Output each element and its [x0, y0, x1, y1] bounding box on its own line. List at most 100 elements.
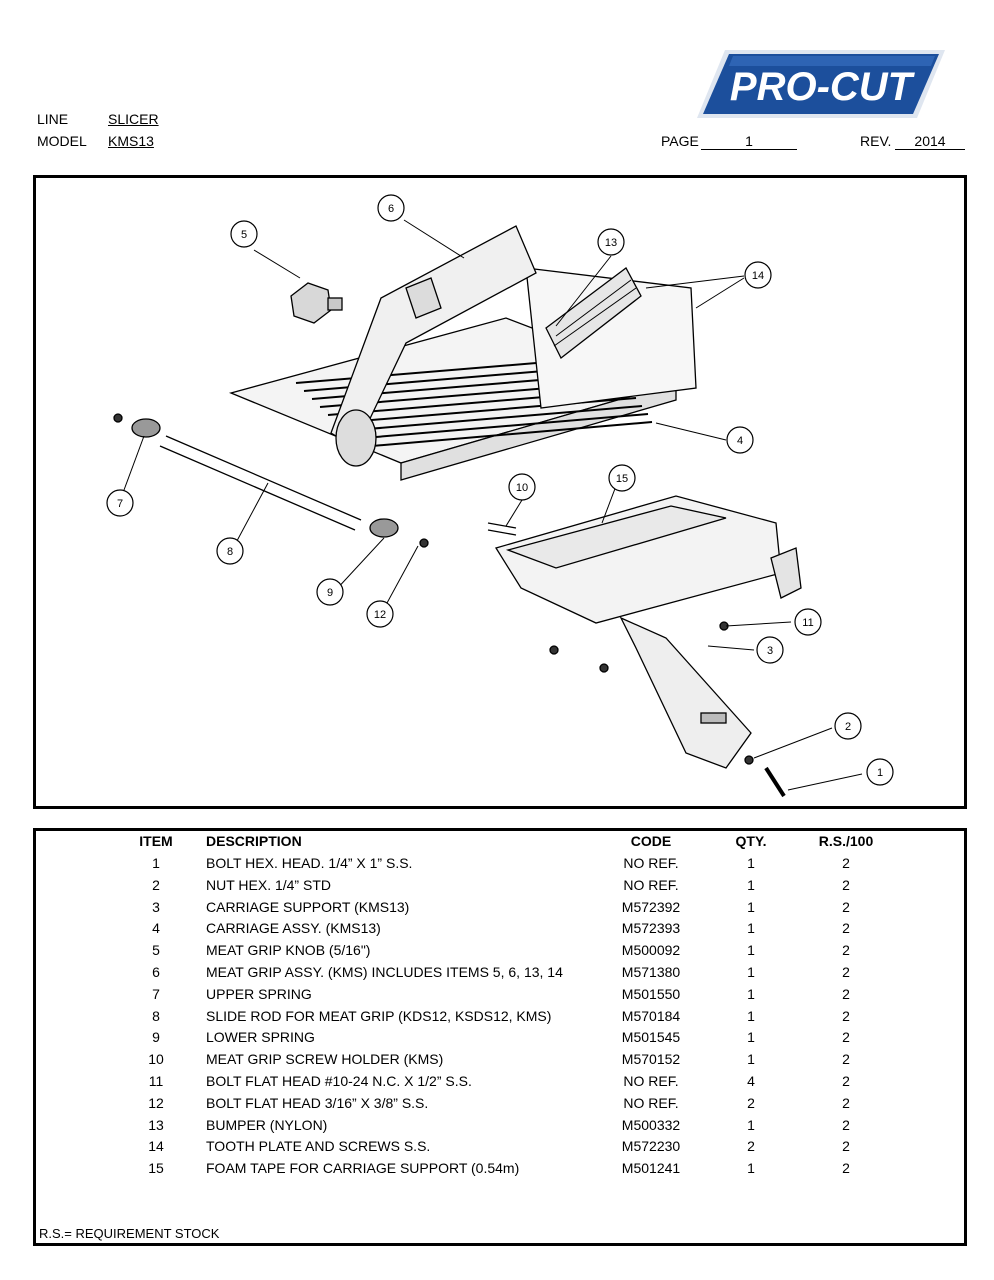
item-number: 13	[148, 1116, 164, 1133]
item-qty: 1	[747, 1160, 755, 1177]
rev-value-box: 2014	[895, 133, 965, 150]
item-qty: 1	[747, 1007, 755, 1024]
item-number: 9	[152, 1029, 160, 1046]
item-code: M570184	[621, 1007, 681, 1024]
item-qty: 1	[747, 985, 755, 1002]
item-rs: 2	[842, 942, 850, 959]
item-qty: 1	[747, 876, 755, 893]
item-rs: 2	[842, 876, 850, 893]
item-description: LOWER SPRING	[206, 1029, 315, 1046]
callout-11: 11	[802, 617, 813, 629]
item-number: 6	[152, 964, 160, 980]
item-code: M501241	[621, 1160, 681, 1177]
item-qty: 1	[747, 898, 755, 915]
item-number: 12	[148, 1094, 164, 1111]
exploded-diagram: 1 2 3 4 5 6 7 8 9 10 11 12 13 14 15	[33, 175, 967, 809]
item-number: 5	[152, 942, 160, 959]
callout-4: 4	[737, 435, 743, 447]
col-description: DESCRIPTION	[206, 833, 302, 849]
item-qty: 1	[747, 1116, 755, 1133]
item-code: M500092	[621, 942, 681, 959]
item-code: M501550	[621, 985, 681, 1002]
item-number: 7	[152, 985, 160, 1002]
callout-13: 13	[605, 237, 617, 249]
rev-value: 2014	[895, 133, 965, 150]
callout-14: 14	[752, 270, 764, 282]
item-code: M500332	[621, 1116, 681, 1133]
item-code: M572230	[621, 1138, 681, 1155]
callout-15: 15	[616, 473, 628, 485]
item-rs: 2	[842, 1029, 850, 1046]
item-rs: 2	[842, 1007, 850, 1024]
table-row: 2 NUT HEX. 1/4” STD NO REF. 1 2	[36, 877, 964, 899]
item-description: UPPER SPRING	[206, 985, 312, 1002]
col-item: ITEM	[139, 833, 173, 849]
page-value: 1	[701, 133, 797, 150]
col-rs: R.S./100	[818, 833, 874, 849]
item-description: MEAT GRIP ASSY. (KMS) INCLUDES ITEMS 5, …	[206, 964, 563, 980]
item-code: NO REF.	[623, 1094, 679, 1111]
model-label: MODEL	[37, 133, 87, 149]
page-value-box: 1	[701, 133, 797, 150]
item-qty: 2	[747, 1094, 755, 1111]
table-row: 11 BOLT FLAT HEAD #10-24 N.C. X 1/2” S.S.…	[36, 1073, 964, 1095]
item-code: M501545	[621, 1029, 681, 1046]
item-description: CARRIAGE SUPPORT (KMS13)	[206, 898, 410, 915]
footnote: R.S.= REQUIREMENT STOCK	[39, 1226, 220, 1241]
page-label: PAGE	[661, 133, 699, 149]
item-code: M571380	[621, 964, 681, 980]
item-rs: 2	[842, 964, 850, 980]
item-rs: 2	[842, 1116, 850, 1133]
table-row: 9 LOWER SPRING M501545 1 2	[36, 1029, 964, 1051]
table-row: 13 BUMPER (NYLON) M500332 1 2	[36, 1117, 964, 1139]
item-number: 10	[148, 1051, 164, 1068]
logo-text: PRO-CUT	[730, 65, 916, 109]
item-number: 14	[148, 1138, 164, 1155]
item-code: NO REF.	[623, 876, 679, 893]
item-qty: 4	[747, 1073, 755, 1089]
item-description: BUMPER (NYLON)	[206, 1116, 328, 1133]
item-qty: 1	[747, 942, 755, 959]
item-description: SLIDE ROD FOR MEAT GRIP (KDS12, KSDS12, …	[206, 1007, 552, 1024]
item-rs: 2	[842, 855, 850, 871]
item-description: CARRIAGE ASSY. (KMS13)	[206, 920, 381, 937]
item-code: M570152	[621, 1051, 681, 1068]
item-rs: 2	[842, 1073, 850, 1089]
item-qty: 1	[747, 964, 755, 980]
col-qty: QTY.	[735, 833, 767, 849]
item-code: NO REF.	[623, 1073, 679, 1089]
item-rs: 2	[842, 1160, 850, 1177]
item-description: FOAM TAPE FOR CARRIAGE SUPPORT (0.54m)	[206, 1160, 520, 1177]
rev-label: REV.	[860, 133, 892, 149]
callout-5: 5	[241, 229, 247, 241]
item-number: 2	[152, 876, 160, 893]
item-description: NUT HEX. 1/4” STD	[206, 876, 331, 893]
callout-10: 10	[516, 482, 528, 494]
item-rs: 2	[842, 920, 850, 937]
item-number: 11	[148, 1073, 164, 1089]
item-description: MEAT GRIP KNOB (5/16")	[206, 942, 371, 959]
item-description: BOLT HEX. HEAD. 1/4” X 1” S.S.	[206, 855, 413, 871]
item-description: BOLT FLAT HEAD 3/16” X 3/8” S.S.	[206, 1094, 429, 1111]
callout-12: 12	[374, 609, 386, 621]
callout-6: 6	[388, 203, 394, 215]
table-row: 5 MEAT GRIP KNOB (5/16") M500092 1 2	[36, 942, 964, 964]
callout-9: 9	[327, 587, 333, 599]
pro-cut-logo: PRO-CUT	[695, 46, 947, 122]
item-description: BOLT FLAT HEAD #10-24 N.C. X 1/2” S.S.	[206, 1073, 472, 1089]
item-rs: 2	[842, 1094, 850, 1111]
item-qty: 1	[747, 855, 755, 871]
model-value: KMS13	[108, 133, 154, 149]
item-number: 4	[152, 920, 160, 937]
item-qty: 1	[747, 1029, 755, 1046]
callout-7: 7	[117, 498, 123, 510]
table-header: ITEM DESCRIPTION CODE QTY. R.S./100	[36, 833, 964, 855]
